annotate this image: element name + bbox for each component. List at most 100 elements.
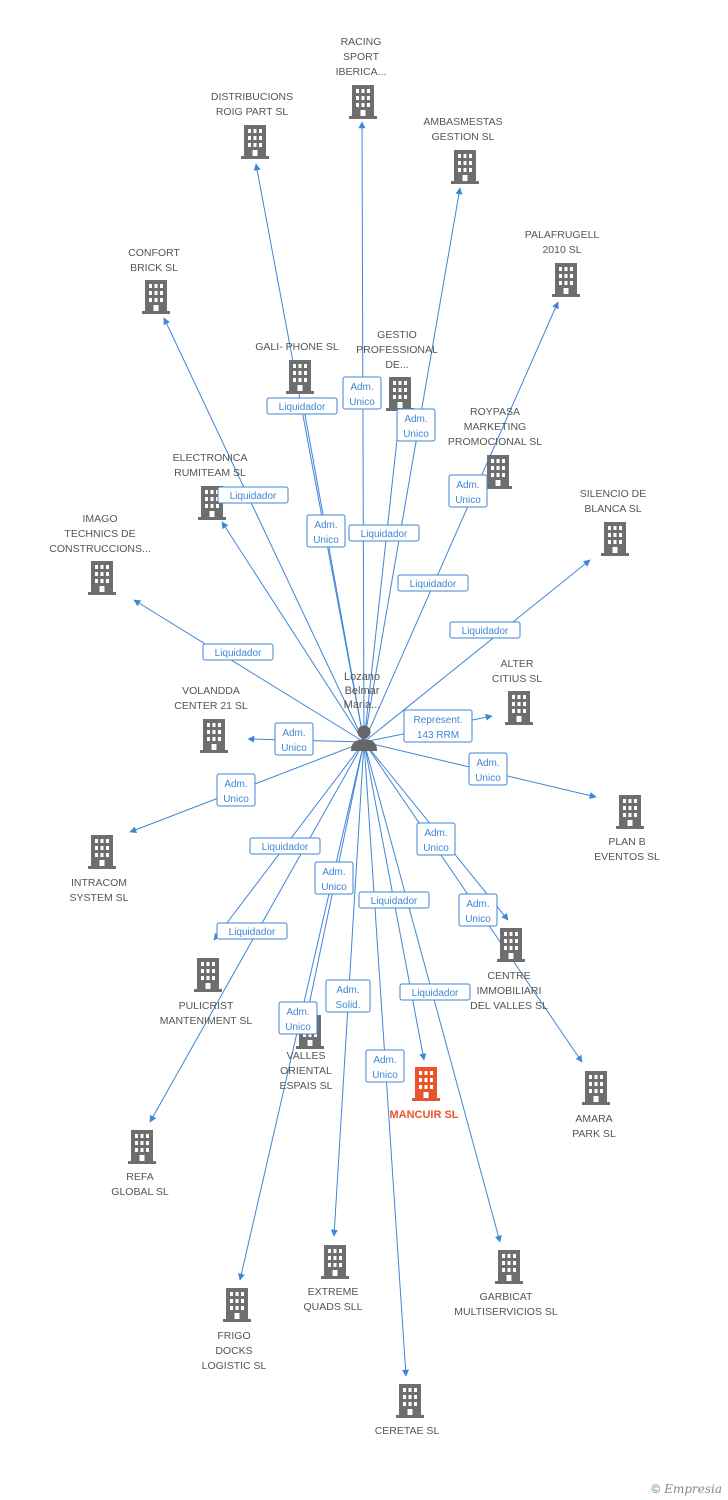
role-label: Liquidador: [412, 988, 459, 999]
building-icon: [223, 1288, 251, 1322]
edge-palafrugell: [363, 301, 559, 743]
role-label: Adm.Solid.: [335, 985, 360, 1011]
role-badge-frigo[interactable]: Adm.Unico: [278, 1001, 318, 1035]
edge-imago: [133, 599, 365, 743]
role-badge-volandda[interactable]: Adm.Unico: [274, 722, 314, 756]
building-icon: [386, 377, 414, 411]
role-label: Adm.Unico: [223, 779, 249, 805]
role-badge-planb[interactable]: Adm.Unico: [468, 752, 508, 786]
role-badge-electronica[interactable]: Liquidador: [217, 486, 289, 504]
role-badge-ambasmestas[interactable]: Adm.Unico: [396, 408, 436, 442]
role-label: Adm.Unico: [349, 382, 375, 408]
role-badge-valles[interactable]: Adm.Unico: [314, 861, 354, 895]
edge-racing: [358, 121, 366, 743]
role-label: Adm.Unico: [372, 1055, 398, 1081]
role-badge-ceretae[interactable]: Adm.Unico: [365, 1049, 405, 1083]
company-node-galiphone[interactable]: GALI- PHONE SL: [255, 341, 339, 394]
role-badge-galiphone[interactable]: Liquidador: [348, 524, 420, 542]
edge-silencio: [363, 559, 591, 743]
building-icon: [321, 1245, 349, 1279]
company-label: MANCUIR SL: [389, 1109, 458, 1121]
building-icon: [497, 928, 525, 962]
role-badge-mancuir[interactable]: Liquidador: [358, 891, 430, 909]
role-label: Adm.Unico: [281, 728, 307, 754]
role-label: Adm.Unico: [313, 520, 339, 546]
role-badge-distribucions[interactable]: Liquidador: [266, 397, 338, 415]
role-label: Liquidador: [229, 927, 276, 938]
role-badge-pulicrist[interactable]: Liquidador: [249, 837, 321, 855]
company-label: CERETAE SL: [375, 1425, 440, 1437]
company-node-mancuir[interactable]: MANCUIR SL: [389, 1067, 459, 1121]
role-badge-amara[interactable]: Adm.Unico: [458, 893, 498, 927]
role-badge-racing[interactable]: Adm.Unico: [342, 376, 382, 410]
role-label: Liquidador: [279, 402, 326, 413]
role-badge-refa[interactable]: Liquidador: [216, 922, 288, 940]
role-label: Adm.Unico: [465, 899, 491, 925]
building-icon: [88, 835, 116, 869]
role-badge-alter[interactable]: Represent.143 RRM: [403, 709, 473, 743]
role-badge-confort[interactable]: Adm.Unico: [306, 514, 346, 548]
role-badge-extreme[interactable]: Adm.Solid.: [325, 979, 371, 1013]
role-badge-intracom[interactable]: Adm.Unico: [216, 773, 256, 807]
role-badge-gestio[interactable]: Liquidador: [397, 574, 469, 592]
building-icon: [241, 125, 269, 159]
role-badge-garbicat[interactable]: Liquidador: [399, 983, 471, 1001]
edge-ambasmestas: [363, 187, 463, 743]
role-badge-palafrugell[interactable]: Adm.Unico: [448, 474, 488, 508]
role-label: Adm.Unico: [423, 828, 449, 854]
role-label: Liquidador: [262, 842, 309, 853]
role-label: Adm.Unico: [455, 480, 481, 506]
building-icon: [396, 1384, 424, 1418]
role-label: Liquidador: [371, 896, 418, 907]
copyright-icon: ©: [651, 1482, 661, 1496]
building-icon: [286, 360, 314, 394]
building-icon: [484, 455, 512, 489]
role-label: Adm.Unico: [321, 867, 347, 893]
company-node-ceretae[interactable]: CERETAE SL: [375, 1384, 440, 1437]
role-badge-centre[interactable]: Adm.Unico: [416, 822, 456, 856]
edge-distribucions: [253, 163, 365, 743]
role-badge-silencio[interactable]: Liquidador: [449, 621, 521, 639]
building-icon: [412, 1067, 440, 1101]
building-icon: [582, 1071, 610, 1105]
role-badge-imago[interactable]: Liquidador: [202, 643, 274, 661]
building-icon: [495, 1250, 523, 1284]
